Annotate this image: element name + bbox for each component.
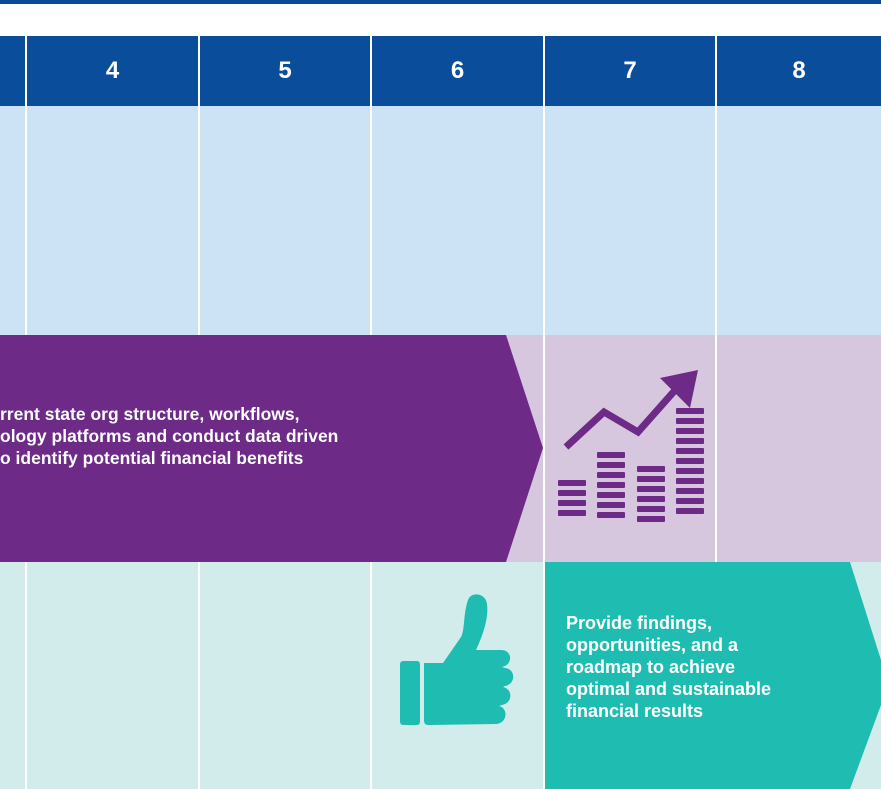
teal-task-description: Provide findings, opportunities, and a r…	[566, 612, 866, 722]
column-header-4: 4	[105, 57, 120, 84]
column-divider	[543, 36, 545, 789]
top-border	[0, 0, 881, 4]
teal-task-line: opportunities, and a	[566, 635, 739, 655]
header-row	[0, 36, 881, 106]
teal-task-line: Provide findings,	[566, 613, 713, 633]
purple-task-line: ology platforms and conduct data driven	[0, 426, 339, 446]
thumbs-up-icon	[400, 594, 514, 725]
column-header-6: 6	[450, 57, 465, 84]
purple-task-line: rrent state org structure, workflows,	[0, 404, 300, 424]
teal-task-line: optimal and sustainable	[566, 679, 772, 699]
column-header-7: 7	[623, 57, 637, 84]
row-1-background	[0, 106, 881, 335]
teal-task-line: financial results	[566, 701, 704, 721]
purple-task-line: o identify potential financial benefits	[0, 448, 304, 468]
column-header-8: 8	[792, 57, 806, 84]
purple-task-description: rrent state org structure, workflows, ol…	[0, 403, 530, 469]
column-header-5: 5	[278, 57, 292, 84]
purple-task-arrow	[0, 335, 543, 562]
column-divider	[715, 36, 717, 789]
teal-task-arrow	[545, 562, 881, 789]
teal-task-line: roadmap to achieve	[566, 657, 736, 677]
rising-bar-chart-icon	[558, 370, 704, 522]
